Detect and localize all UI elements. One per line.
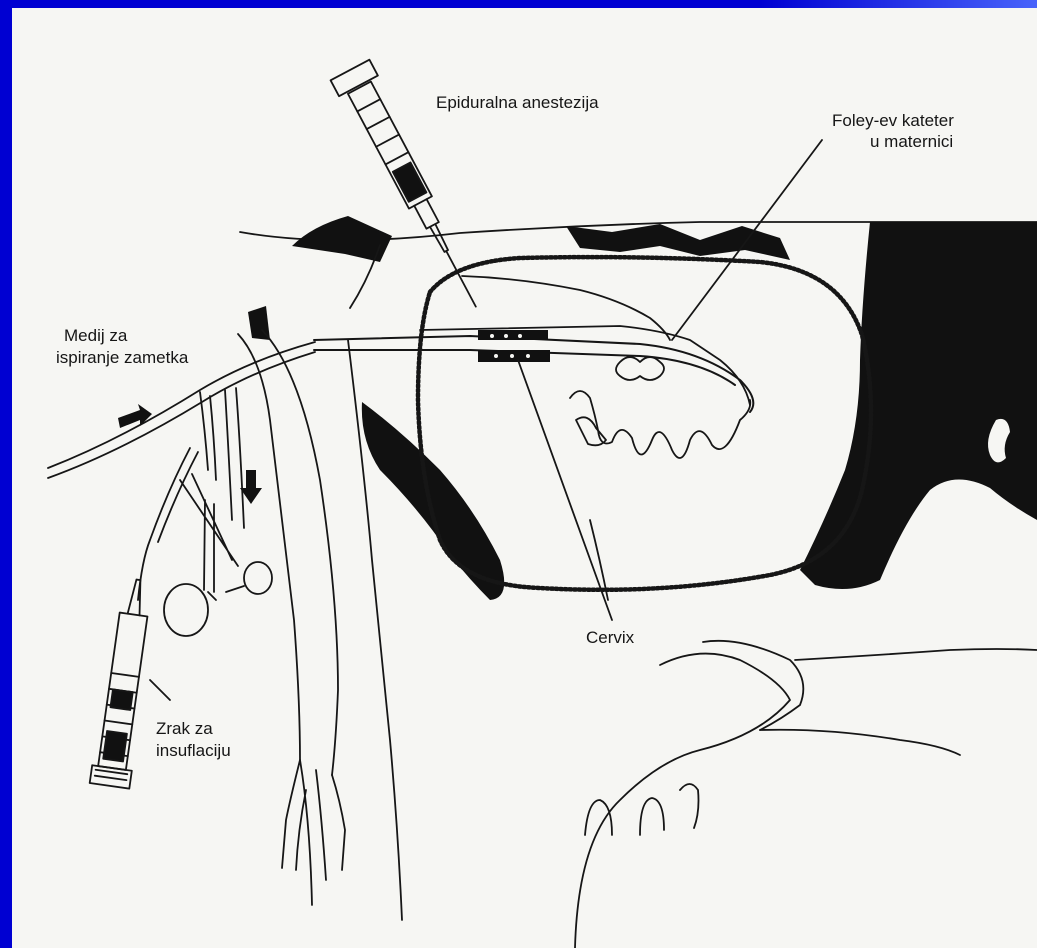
oviduct: [570, 391, 750, 458]
belly-outline: [575, 654, 790, 948]
label-foley-line1: Foley-ev kateter: [832, 111, 954, 131]
cervix-rings: [478, 330, 550, 362]
cervix-leader-line: [518, 360, 612, 620]
catheter-tube: [314, 336, 753, 412]
tail: [238, 330, 338, 775]
air-syringe: [90, 577, 159, 789]
coat-patch-hindquarter: [362, 402, 504, 600]
label-medium-line2: ispiranje zametka: [56, 348, 188, 368]
coat-patch-flank: [800, 222, 1037, 589]
coat-patches: [248, 216, 1037, 600]
label-epidural: Epiduralna anestezija: [436, 93, 599, 113]
coat-patch-back: [566, 224, 790, 260]
clamp-ring-right: [244, 562, 272, 594]
tail-switch: [282, 760, 345, 905]
illustration-panel: Epiduralna anestezija Foley-ev kateter u…: [12, 8, 1037, 948]
clamp-ring-left: [164, 584, 208, 636]
label-air-line2: insuflaciju: [156, 741, 231, 761]
clamp: [180, 474, 238, 592]
label-cervix: Cervix: [586, 628, 634, 648]
tubing-to-syringe: [138, 448, 198, 600]
teats: [585, 784, 699, 835]
thigh-outline: [348, 245, 402, 920]
label-air-line1: Zrak za: [156, 719, 213, 739]
foley-balloon: [616, 357, 664, 380]
air-leader-line: [150, 680, 170, 700]
flow-arrow-in: [118, 404, 152, 428]
label-medium-line1: Medij za: [64, 326, 127, 346]
label-foley-line2: u maternici: [870, 132, 953, 152]
